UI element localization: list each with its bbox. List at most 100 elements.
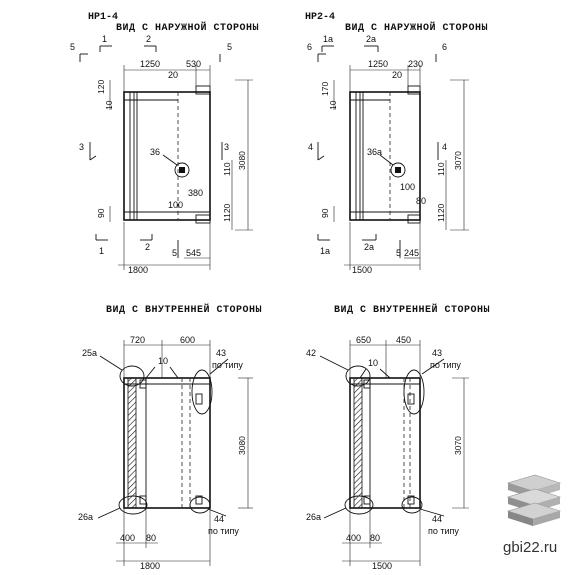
panel2-in-dim-450: 450 xyxy=(396,335,411,345)
panel1-inner-hatched-edge xyxy=(127,377,137,509)
panel2-dim-1120: 1120 xyxy=(436,203,446,222)
panel2-detail-26a-circle xyxy=(344,495,374,515)
panel2-dim-110: 110 xyxy=(436,162,446,176)
panel1-outer-view: НР1-4 ВИД С НАРУЖНОЙ СТОРОНЫ 36 1250 530… xyxy=(70,12,259,275)
panel1-detail-43-circle xyxy=(191,369,213,415)
panel1-item-36-label: 36 xyxy=(150,147,160,157)
panel1-dim-90: 90 xyxy=(96,208,106,218)
panel1-in-dim-400: 400 xyxy=(120,533,135,543)
panel2-dim-3070: 3070 xyxy=(453,151,463,170)
panel2-item-36a-marker xyxy=(390,162,406,178)
panel2-in-dim-1500: 1500 xyxy=(372,561,392,571)
panel1-detail-44-circle xyxy=(189,496,211,514)
panel2-mark: НР2-4 xyxy=(305,12,335,23)
panel1-section-small-bottom2: 2 xyxy=(145,242,150,252)
panel1-in-dim-600: 600 xyxy=(180,335,195,345)
panel2-in-dim-3070: 3070 xyxy=(453,436,463,455)
panel1-dim-530: 530 xyxy=(186,59,201,69)
panel1-section-mid-right: 3 xyxy=(224,142,229,152)
stacked-slabs-logo xyxy=(506,474,562,526)
panel2-in-26a: 26а xyxy=(306,512,321,522)
panel1-in-43: 43 xyxy=(216,348,226,358)
panel1-detail-25a-circle xyxy=(119,365,145,387)
panel1-section-small-bottom: 1 xyxy=(99,246,104,256)
panel2-dim-230: 230 xyxy=(408,59,423,69)
panel2-dim-80: 80 xyxy=(416,196,426,206)
panel2-inner-title: ВИД С ВНУТРЕННЕЙ СТОРОНЫ xyxy=(334,302,490,316)
panel1-section-small-bottom3: 5 xyxy=(172,248,177,258)
panel2-item-36a-label: 36а xyxy=(367,147,382,157)
panel2-dim-100: 100 xyxy=(400,182,415,192)
panel2-section-small-bottom: 1а xyxy=(320,246,330,256)
panel1-dim-20: 20 xyxy=(168,70,178,80)
panel2-in-po-tipu-bottom: по типу xyxy=(428,526,459,536)
panel1-section-top-right: 5 xyxy=(227,42,232,52)
panel1-mark: НР1-4 xyxy=(88,12,118,23)
panel2-dim-20: 20 xyxy=(392,70,402,80)
panel1-section-small-top: 1 xyxy=(102,34,107,44)
panel2-detail-42-circle xyxy=(345,365,371,387)
panel1-inner-title: ВИД С ВНУТРЕННЕЙ СТОРОНЫ xyxy=(106,302,262,316)
panel2-top-notch xyxy=(407,85,421,95)
panel2-section-small-bottom3: 5 xyxy=(396,248,401,258)
panel2-dim-10: 10 xyxy=(328,100,338,110)
panel1-item-36-marker xyxy=(174,162,190,178)
panel1-in-44: 44 xyxy=(214,514,224,524)
panel2-in-dim-650: 650 xyxy=(356,335,371,345)
panel1-in-dim-3080: 3080 xyxy=(237,436,247,455)
panel1-dim-545: 545 xyxy=(186,248,201,258)
panel2-section-top-right: 6 xyxy=(442,42,447,52)
panel1-in-dim-10: 10 xyxy=(158,356,168,366)
panel1-in-po-tipu-top: по типу xyxy=(212,360,243,370)
panel2-section-mid-right: 4 xyxy=(442,142,447,152)
panel2-detail-43-circle xyxy=(403,369,425,415)
panel2-dim-90: 90 xyxy=(320,208,330,218)
panel1-inner-view: ВИД С ВНУТРЕННЕЙ СТОРОНЫ 720 600 10 25а … xyxy=(78,302,262,571)
panel2-inner-body xyxy=(349,377,421,509)
panel1-dim-110: 110 xyxy=(222,162,232,176)
panel2-section-small-top2: 2а xyxy=(366,34,376,44)
panel1-dim-100: 100 xyxy=(168,200,183,210)
panel1-section-top-left: 5 xyxy=(70,42,75,52)
panel2-detail-44-circle xyxy=(401,496,423,514)
panel2-inner-hatched-edge xyxy=(353,377,363,509)
panel1-detail-26a-circle xyxy=(118,495,148,515)
panel1-section-small-top2: 2 xyxy=(146,34,151,44)
panel1-dim-120: 120 xyxy=(96,80,106,94)
panel1-in-25a: 25а xyxy=(82,348,97,358)
panel2-dim-245: 245 xyxy=(404,248,419,258)
panel1-in-dim-80: 80 xyxy=(146,533,156,543)
panel2-outer-title: ВИД С НАРУЖНОЙ СТОРОНЫ xyxy=(345,20,488,34)
panel1-top-notch xyxy=(195,85,211,95)
panel1-in-po-tipu-bottom: по типу xyxy=(208,526,239,536)
panel2-dim-1500: 1500 xyxy=(352,265,372,275)
watermark-site: gbi22.ru xyxy=(503,539,557,556)
panel1-outer-title: ВИД С НАРУЖНОЙ СТОРОНЫ xyxy=(116,20,259,34)
panel1-dim-1120: 1120 xyxy=(222,203,232,222)
panel2-in-po-tipu-top: по типу xyxy=(430,360,461,370)
panel2-dim-1250: 1250 xyxy=(368,59,388,69)
panel1-dim-10: 10 xyxy=(104,100,114,110)
panel2-inner-view: ВИД С ВНУТРЕННЕЙ СТОРОНЫ 650 450 10 42 4… xyxy=(306,302,490,571)
panel1-outer-body xyxy=(123,91,211,221)
panel1-dim-1250: 1250 xyxy=(140,59,160,69)
panel2-outer-body xyxy=(349,91,421,221)
panel1-in-26a: 26а xyxy=(78,512,93,522)
panel2-outer-view: НР2-4 ВИД С НАРУЖНОЙ СТОРОНЫ 36а 1250 23… xyxy=(305,12,488,275)
panel2-dim-170: 170 xyxy=(320,82,330,96)
panel1-inner-body xyxy=(123,377,211,509)
panel2-in-dim-400: 400 xyxy=(346,533,361,543)
panel1-dim-380: 380 xyxy=(188,188,203,198)
panel2-in-dim-80: 80 xyxy=(370,533,380,543)
panel2-in-dim-10: 10 xyxy=(368,358,378,368)
panel2-section-top-left: 6 xyxy=(307,42,312,52)
panel2-section-mid-left: 4 xyxy=(308,142,313,152)
panel2-in-44: 44 xyxy=(432,514,442,524)
panel1-dim-3080: 3080 xyxy=(237,151,247,170)
panel1-in-dim-720: 720 xyxy=(130,335,145,345)
panel1-in-dim-1800: 1800 xyxy=(140,561,160,571)
panel1-dim-1800: 1800 xyxy=(128,265,148,275)
panel2-in-42: 42 xyxy=(306,348,316,358)
panel2-in-43: 43 xyxy=(432,348,442,358)
